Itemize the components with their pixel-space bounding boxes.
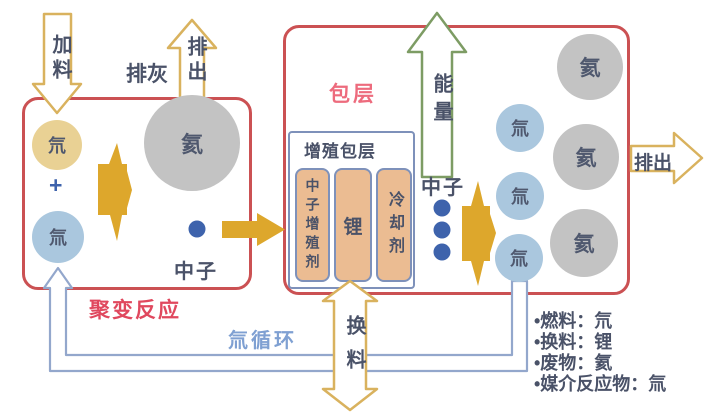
legend-item-refuel: •换料：锂 [534,332,613,352]
lithium-box: 锂 [334,168,372,282]
energy-arrow-icon [406,11,468,179]
legend-item-intermediate: •媒介反应物：氚 [534,374,667,394]
neutron-label-right: 中子 [421,177,465,199]
neutron-dot [433,221,451,239]
coolant-box: 冷却剂 [376,168,412,282]
fusion-reactor-box [22,97,252,290]
legend-item-waste: •废物：氦 [534,353,613,373]
refuel-arrow-icon [321,279,379,412]
tritium-cycle-label: 氚循环 [228,330,297,352]
helium-circle-r3: 氦 [550,209,618,277]
neutron-dot [188,220,206,238]
tritium-circle-r2: 氚 [496,172,544,220]
helium-label: 氦 [573,233,595,256]
fusion-flash-icon [98,143,132,241]
tritium-label: 氚 [510,249,528,269]
tritium-circle-r3: 氚 [495,234,543,282]
out-arrow-icon [629,131,704,185]
ash-label: 排灰 [126,63,168,86]
neutron-multiplier-box: 中子增殖剂 [295,168,330,282]
helium-circle-r1: 氦 [557,34,623,100]
blanket-label: 包层 [329,83,377,106]
tritium-circle-r1: 氚 [496,104,544,152]
helium-label: 氦 [575,147,597,170]
reaction-flash-icon [462,181,496,286]
deuterium-circle: 氘 [32,120,82,170]
helium-label: 氦 [579,57,601,80]
helium-label: 氦 [180,132,203,157]
coolant-label: 冷却剂 [386,190,403,260]
legend: •燃料：氘 •换料：锂 •废物：氦 •媒介反应物：氚 [534,311,666,395]
breeding-blanket-title: 增殖包层 [304,142,376,161]
ash-out-label: 排出 [184,36,206,86]
helium-circle-left: 氦 [144,95,240,191]
legend-item-fuel: •燃料：氘 [534,311,613,331]
energy-label: 能量 [430,73,452,129]
tritium-label: 氚 [511,119,529,139]
tritium-label: 氚 [49,228,67,248]
breeding-blanket-box: 增殖包层 中子增殖剂 锂 冷却剂 [288,131,415,289]
tritium-label: 氚 [511,187,529,207]
lithium-label: 锂 [343,216,363,238]
neutron-label-left: 中子 [174,261,218,283]
helium-circle-r2: 氦 [553,124,619,190]
neutron-dot [433,243,451,261]
feed-label: 加料 [49,34,71,84]
blanket-outer-box [283,25,630,295]
neutron-multiplier-label: 中子增殖剂 [304,177,321,273]
refuel-label: 换料 [343,315,365,383]
out-label: 排出 [634,153,673,174]
plus-icon: + [49,172,63,198]
neutron-dot [433,199,451,217]
fusion-reactor-label: 聚变反应 [89,299,181,322]
tritium-circle-left: 氚 [32,211,84,263]
feed-arrow-icon [31,12,83,115]
deuterium-label: 氘 [48,136,66,156]
interbox-arrow-icon [222,213,285,246]
